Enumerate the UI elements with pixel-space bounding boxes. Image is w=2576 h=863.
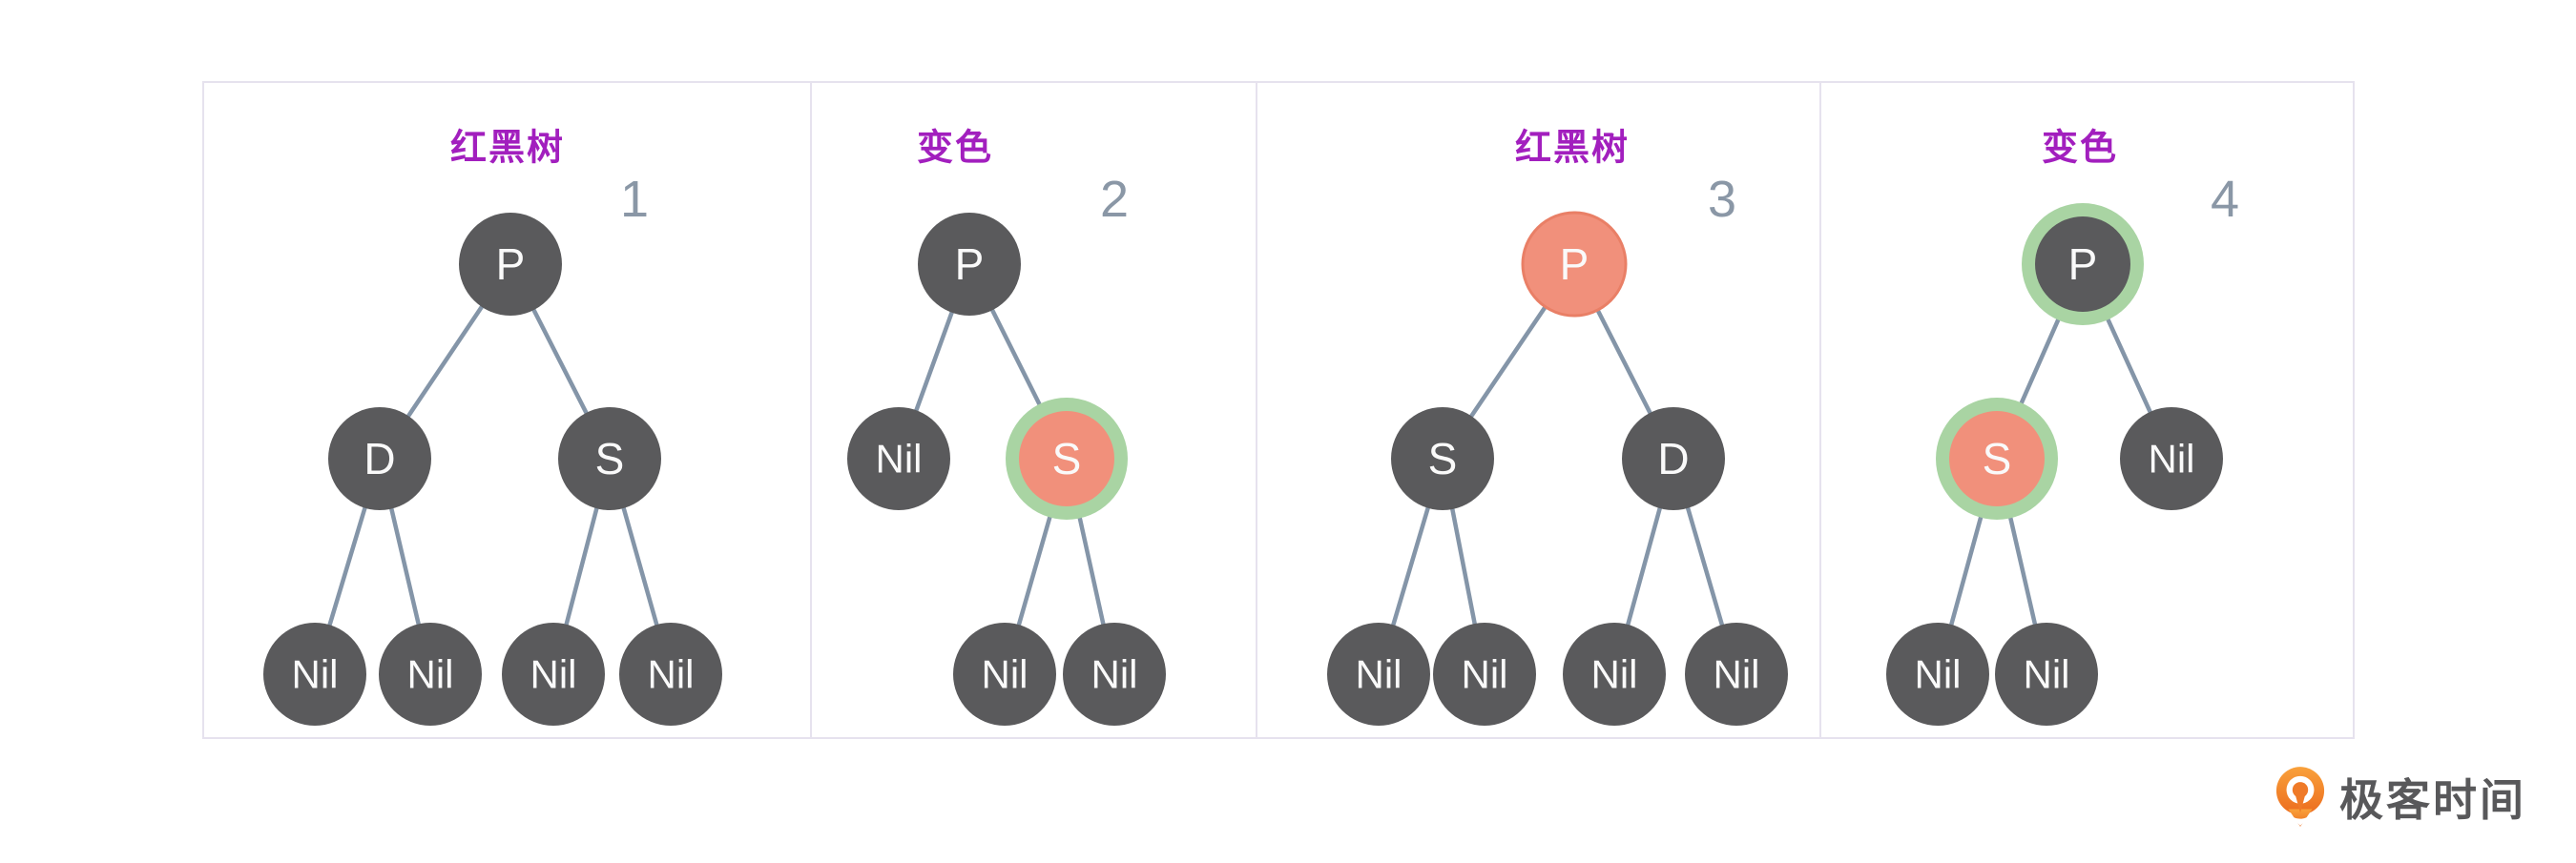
node-label: Nil <box>1591 652 1638 697</box>
node-circle <box>1521 211 1628 318</box>
tree-node-p: P <box>459 213 562 316</box>
node-circle <box>1995 623 2098 726</box>
node-label: S <box>1052 434 1082 483</box>
panel-title: 变色 <box>2041 128 2119 169</box>
geektime-logo-icon <box>2275 767 2325 827</box>
panel-red-black-tree-3: 红黑树 3 P S D Nil Nil Nil Nil <box>1256 83 1819 737</box>
tree-node-nil: Nil <box>263 623 366 726</box>
node-circle <box>2035 216 2130 312</box>
node-label: Nil <box>1714 652 1760 697</box>
node-circle <box>1949 411 2045 506</box>
tree-node-nil: Nil <box>953 623 1056 726</box>
tree-node-s: S <box>1391 407 1494 510</box>
node-label: P <box>1560 239 1589 289</box>
node-label: Nil <box>1462 652 1508 697</box>
tree-node-d: D <box>328 407 431 510</box>
tree-node-nil: Nil <box>1995 623 2098 726</box>
node-label: Nil <box>292 652 339 697</box>
node-label: D <box>364 434 395 483</box>
node-circle <box>953 623 1056 726</box>
step-number: 4 <box>2210 171 2240 228</box>
node-label: Nil <box>530 652 577 697</box>
node-circle <box>1019 411 1114 506</box>
node-circle <box>1327 623 1430 726</box>
step-number: 2 <box>1099 171 1130 228</box>
tree-node-s: S <box>1006 398 1128 520</box>
node-circle <box>459 213 562 316</box>
node-circle <box>1563 623 1666 726</box>
node-label: S <box>595 434 625 483</box>
tree-node-nil: Nil <box>502 623 605 726</box>
panel-title: 变色 <box>916 128 994 169</box>
node-label: D <box>1657 434 1689 483</box>
node-label: P <box>955 239 985 289</box>
tree-node-p: P <box>2022 203 2144 325</box>
node-label: Nil <box>2024 652 2070 697</box>
tree-node-s: S <box>1936 398 2058 520</box>
node-label: Nil <box>407 652 454 697</box>
tree-node-nil: Nil <box>1063 623 1166 726</box>
tree-node-p: P <box>1521 211 1628 318</box>
tree-node-d: D <box>1622 407 1725 510</box>
node-circle <box>502 623 605 726</box>
tree-diagram-1: P D S Nil Nil Nil Nil <box>263 213 722 726</box>
node-circle <box>1433 623 1536 726</box>
node-label: P <box>496 239 526 289</box>
tree-node-nil: Nil <box>619 623 722 726</box>
tree-node-nil: Nil <box>1327 623 1430 726</box>
node-circle <box>847 407 950 510</box>
node-label: S <box>1983 434 2012 483</box>
geektime-logo: 极客时间 <box>2275 765 2526 830</box>
node-label: Nil <box>2149 437 2195 482</box>
node-label: Nil <box>982 652 1028 697</box>
tree-node-nil: Nil <box>2120 407 2223 510</box>
node-label: P <box>2068 239 2098 289</box>
tree-node-s: S <box>558 407 661 510</box>
node-circle <box>1886 623 1989 726</box>
node-label: Nil <box>1091 652 1138 697</box>
node-circle <box>263 623 366 726</box>
node-circle <box>1622 407 1725 510</box>
node-circle <box>619 623 722 726</box>
node-circle <box>1391 407 1494 510</box>
node-label: S <box>1428 434 1458 483</box>
panel-red-black-tree-1: 红黑树 1 P D S Nil Nil Nil Nil <box>204 83 810 737</box>
tree-node-nil: Nil <box>379 623 482 726</box>
tree-node-nil: Nil <box>1685 623 1788 726</box>
node-circle <box>918 213 1021 316</box>
node-label: Nil <box>648 652 695 697</box>
panel-title: 红黑树 <box>449 128 566 169</box>
node-circle <box>558 407 661 510</box>
panel-title: 红黑树 <box>1514 128 1631 169</box>
tree-node-p: P <box>918 213 1021 316</box>
tree-node-nil: Nil <box>847 407 950 510</box>
node-circle <box>2120 407 2223 510</box>
node-circle <box>1063 623 1166 726</box>
tree-node-nil: Nil <box>1563 623 1666 726</box>
step-number: 3 <box>1707 171 1737 228</box>
node-circle <box>1685 623 1788 726</box>
node-label: Nil <box>876 437 923 482</box>
node-label: Nil <box>1356 652 1402 697</box>
tree-node-nil: Nil <box>1433 623 1536 726</box>
node-circle <box>379 623 482 726</box>
step-number: 1 <box>619 171 650 228</box>
geektime-logo-text: 极客时间 <box>2339 775 2526 825</box>
node-label: Nil <box>1915 652 1962 697</box>
tree-node-nil: Nil <box>1886 623 1989 726</box>
tree-diagram-3: P S D Nil Nil Nil Nil <box>1327 211 1788 726</box>
node-circle <box>328 407 431 510</box>
